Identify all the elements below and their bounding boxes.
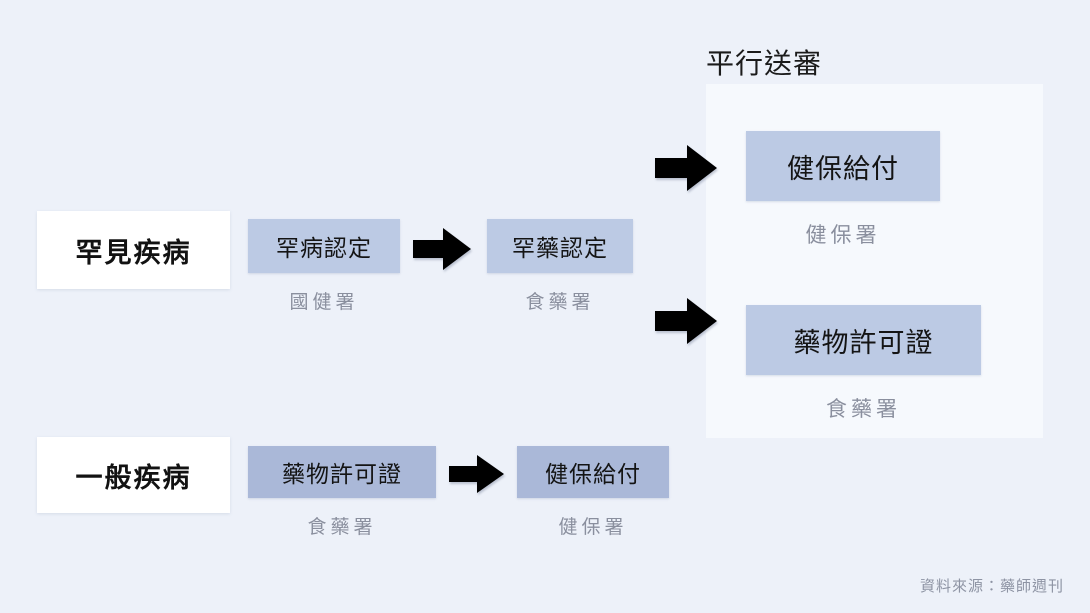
step-caption-general-drug-license: 食藥署 — [307, 517, 377, 538]
step-box-orphan-drug-certification[interactable]: 罕藥認定 — [487, 219, 633, 273]
category-label-general-disease[interactable]: 一般疾病 — [37, 437, 230, 513]
step-label: 罕藥認定 — [512, 235, 608, 261]
step-box-general-drug-license[interactable]: 藥物許可證 — [248, 446, 436, 498]
step-caption-rare-disease-certification: 國健署 — [289, 292, 359, 313]
right-arrow-icon — [449, 455, 504, 493]
step-label: 健保給付 — [787, 153, 899, 184]
step-caption-general-nhi-reimbursement: 健保署 — [558, 517, 628, 538]
category-label-rare-disease[interactable]: 罕見疾病 — [37, 211, 230, 289]
step-caption-orphan-drug-certification: 食藥署 — [525, 292, 595, 313]
step-caption-parallel-nhi-reimbursement: 健保署 — [805, 224, 881, 247]
step-label: 藥物許可證 — [793, 327, 934, 358]
step-caption-parallel-drug-license: 食藥署 — [826, 398, 901, 421]
step-label: 健保給付 — [545, 461, 641, 487]
step-box-general-nhi-reimbursement[interactable]: 健保給付 — [517, 446, 669, 498]
category-label-text: 一般疾病 — [75, 462, 192, 493]
step-label: 藥物許可證 — [282, 461, 402, 487]
source-attribution: 資料來源：藥師週刊 — [919, 578, 1064, 595]
step-box-rare-disease-certification[interactable]: 罕病認定 — [248, 219, 400, 273]
parallel-review-title: 平行送審 — [706, 48, 823, 79]
step-box-parallel-nhi-reimbursement[interactable]: 健保給付 — [746, 131, 940, 201]
step-label: 罕病認定 — [276, 235, 372, 261]
step-box-parallel-drug-license[interactable]: 藥物許可證 — [746, 305, 981, 375]
right-arrow-icon — [413, 228, 471, 270]
category-label-text: 罕見疾病 — [75, 237, 192, 268]
right-arrow-icon — [655, 298, 717, 344]
right-arrow-icon — [655, 145, 717, 191]
